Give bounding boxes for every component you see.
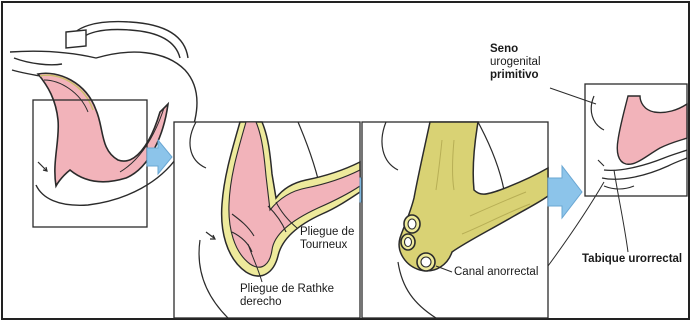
label-pliegue-tourneux-line-1: Pliegue de [300, 226, 354, 239]
arrow-right-icon [548, 166, 582, 218]
label-pliegue-tourneux: Pliegue de Tourneux [300, 226, 354, 252]
label-canal-anorrectal: Canal anorrectal [454, 266, 538, 279]
label-pliegue-rathke-line-2: derecho [240, 296, 334, 309]
label-seno-line-2: urogenital [490, 56, 541, 69]
label-seno-line-1: Seno [490, 43, 541, 56]
panel-1-embryo [10, 22, 197, 227]
label-pliegue-tourneux-line-2: Tourneux [300, 239, 354, 252]
label-seno-urogenital: Seno urogenital primitivo [490, 43, 541, 82]
label-seno-line-3: primitivo [490, 69, 541, 82]
label-tabique-urorrectal: Tabique urorrectal [582, 253, 682, 266]
label-pliegue-rathke-line-1: Pliegue de Rathke [240, 283, 334, 296]
panel-3-anorectal-canal [362, 122, 548, 318]
label-pliegue-rathke: Pliegue de Rathke derecho [240, 283, 334, 309]
